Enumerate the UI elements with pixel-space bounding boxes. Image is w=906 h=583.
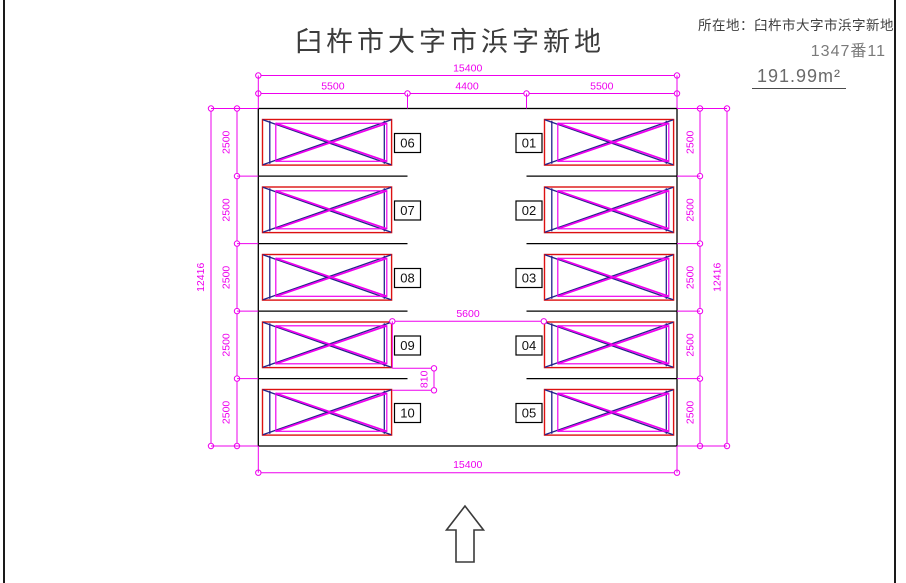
dimension-left: 12416 2500 2500 2500 2500 2500 (195, 105, 259, 450)
stall-number-labels: 06 07 08 09 10 01 02 03 04 05 (393, 132, 543, 424)
stall-label-05: 05 (522, 406, 536, 421)
parking-lot-boundary (257, 107, 678, 447)
dim-row-3-left: 2500 (221, 266, 233, 290)
stall-10-graphic (261, 388, 393, 436)
stall-05-graphic (543, 388, 675, 436)
dim-span-left: 5500 (321, 81, 345, 93)
stall-04-graphic (543, 321, 675, 369)
site-info-block: 所在地：臼杵市大字市浜字新地 1347番11 191.99m² (698, 14, 894, 89)
stall-07-graphic (261, 186, 393, 234)
stall-label-10: 10 (400, 406, 414, 421)
stall-label-09: 09 (400, 338, 414, 353)
dim-aisle-width: 5600 (456, 308, 480, 320)
dimension-top: 15400 5500 4400 5500 (255, 63, 681, 109)
dim-row-4-left: 2500 (221, 333, 233, 357)
dimension-right: 2500 2500 2500 2500 2500 12416 (677, 105, 731, 450)
stall-label-03: 03 (522, 271, 536, 286)
stall-label-04: 04 (522, 338, 536, 353)
dim-span-center: 4400 (455, 81, 479, 93)
stall-label-01: 01 (522, 136, 536, 151)
dim-row-5-left: 2500 (221, 401, 233, 425)
dim-span-right: 5500 (590, 81, 614, 93)
stall-label-08: 08 (400, 271, 414, 286)
dim-total-width-top: 15400 (453, 63, 482, 75)
stall-08-graphic (261, 253, 393, 302)
north-arrow-icon (444, 504, 486, 563)
site-lot-number: 1347番11 (810, 43, 886, 60)
drawing-title: 臼杵市大字市浜字新地 (295, 27, 605, 57)
stall-02-graphic (543, 186, 675, 234)
stall-06-graphic (261, 118, 393, 167)
dim-row-2-left: 2500 (221, 198, 233, 222)
site-area: 191.99m² (751, 66, 846, 89)
stall-label-06: 06 (400, 136, 414, 151)
stall-label-02: 02 (522, 203, 536, 218)
stall-03-graphic (543, 253, 675, 302)
stall-label-07: 07 (400, 203, 414, 218)
stall-09-graphic (261, 321, 393, 369)
plan-outline (257, 107, 678, 447)
dim-total-height-left: 12416 (195, 263, 207, 292)
dim-row-2-right: 2500 (685, 198, 697, 222)
parking-stalls (261, 118, 675, 436)
dim-row-4-right: 2500 (685, 333, 697, 357)
dim-row-5-right: 2500 (685, 401, 697, 425)
dim-total-width-bottom: 15400 (453, 459, 482, 471)
site-location: 所在地：臼杵市大字市浜字新地 (698, 18, 894, 33)
dim-row-1-left: 2500 (221, 130, 233, 154)
sheet-border-left (3, 0, 5, 583)
dim-row-1-right: 2500 (685, 130, 697, 154)
dimension-aisle: 5600 810 (389, 308, 547, 394)
dim-row-3-right: 2500 (685, 266, 697, 290)
stall-01-graphic (543, 118, 675, 167)
dim-total-height-right: 12416 (712, 263, 724, 292)
dimension-bottom: 15400 (255, 446, 681, 476)
sheet-border-right (894, 0, 896, 583)
dim-offset: 810 (419, 370, 431, 388)
